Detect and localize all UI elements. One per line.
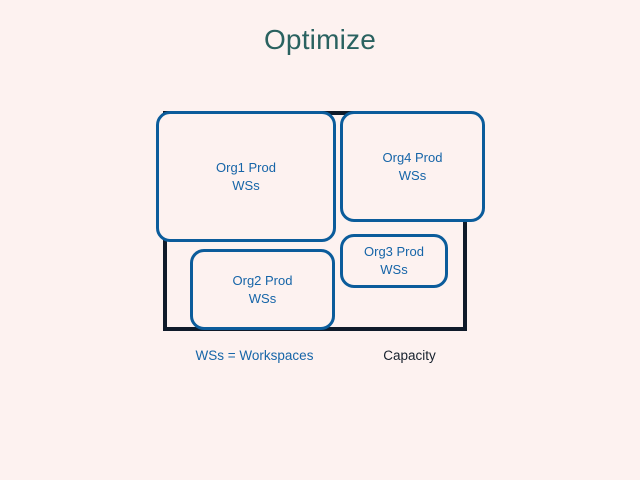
legend: WSs = Workspaces Capacity — [163, 346, 473, 368]
org2-prod-ws-box[interactable]: Org2 Prod WSs — [190, 249, 335, 330]
org3-prod-ws-box[interactable]: Org3 Prod WSs — [340, 234, 448, 288]
legend-workspaces-label: WSs = Workspaces — [195, 348, 314, 363]
org1-prod-ws-box[interactable]: Org1 Prod WSs — [156, 111, 336, 242]
org2-prod-ws-label: Org2 Prod WSs — [232, 272, 293, 306]
org1-prod-ws-label: Org1 Prod WSs — [216, 159, 276, 193]
org4-prod-ws-label: Org4 Prod WSs — [382, 149, 443, 183]
legend-capacity-label: Capacity — [383, 348, 436, 363]
org4-prod-ws-box[interactable]: Org4 Prod WSs — [340, 111, 485, 222]
page-title: Optimize — [263, 24, 377, 55]
org3-prod-ws-label: Org3 Prod WSs — [364, 244, 424, 277]
